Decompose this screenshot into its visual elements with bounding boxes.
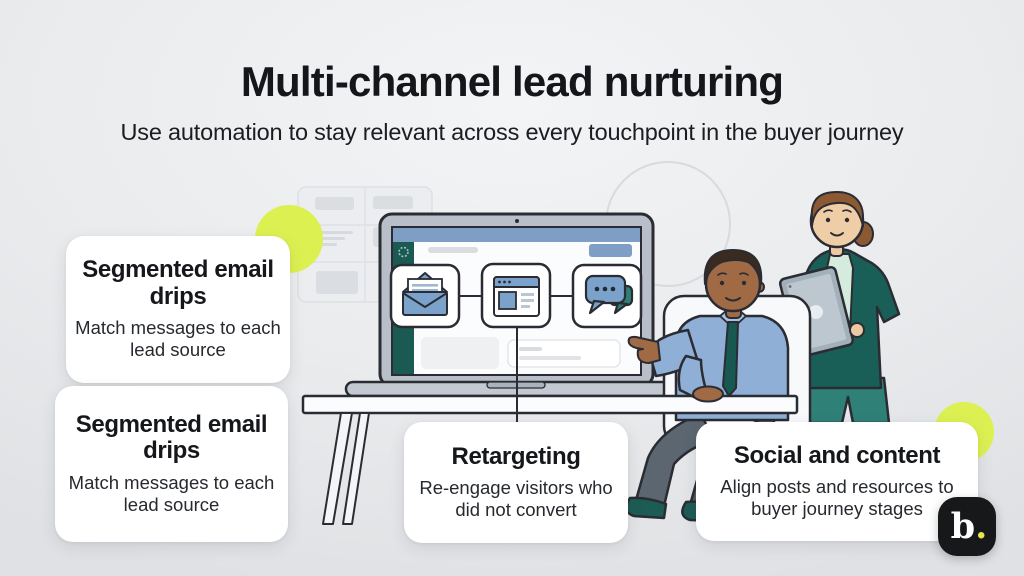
brand-logo-letter: b (950, 506, 976, 547)
card-segmented-email-drips-top: Segmented email drips Match messages to … (66, 236, 290, 383)
screen-primary-button (589, 244, 632, 257)
card-segmented-email-drips-bottom: Segmented email drips Match messages to … (55, 386, 288, 542)
brand-logo-dot: . (975, 506, 988, 547)
browser-window-icon (480, 262, 552, 329)
card-description: Re-engage visitors who did not convert (419, 477, 613, 521)
page-subtitle: Use automation to stay relevant across e… (120, 119, 904, 145)
sidebar-app-icon (398, 246, 409, 258)
card-social-and-content: Social and content Align posts and resou… (696, 422, 978, 541)
card-description: Align posts and resources to buyer journ… (720, 476, 954, 520)
card-description: Match messages to each lead source (75, 317, 281, 361)
laptop (344, 212, 686, 398)
card-description: Match messages to each lead source (68, 471, 275, 515)
open-email-icon (389, 263, 461, 329)
card-title: Social and content (733, 441, 941, 469)
woman-with-tablet (778, 191, 901, 425)
card-title: Segmented email drips (75, 410, 268, 465)
card-title: Segmented email drips (82, 256, 274, 310)
page-title: Multi-channel lead nurturing (240, 58, 784, 105)
brand-logo: b. (938, 497, 996, 556)
screen-searchbar (428, 247, 478, 253)
man-resting-arm (677, 354, 724, 403)
chat-bubbles-icon (571, 263, 643, 329)
card-title: Retargeting (451, 442, 581, 470)
card-retargeting: Retargeting Re-engage visitors who did n… (404, 422, 628, 543)
desk (301, 394, 799, 525)
webcam-dot (515, 219, 519, 223)
